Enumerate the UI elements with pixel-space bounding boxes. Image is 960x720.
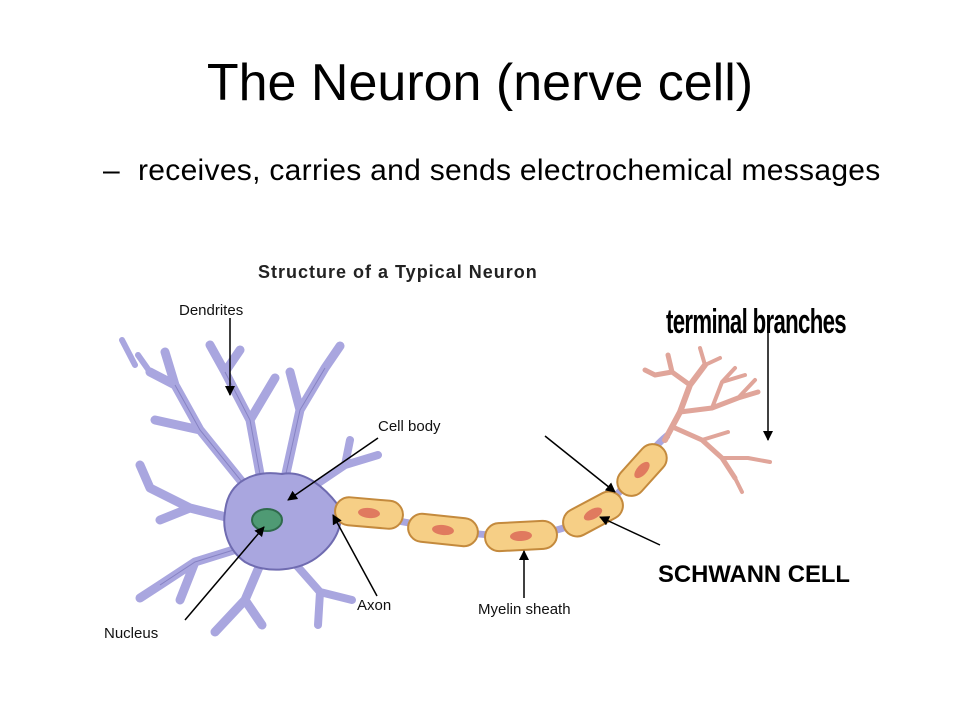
label-axon: Axon [357, 597, 391, 614]
myelin-segments [334, 443, 668, 553]
myelin-segment [407, 512, 479, 548]
pointer-lines [184, 318, 773, 621]
myelin-segment [562, 490, 624, 538]
myelin-segment [484, 519, 558, 553]
myelin-segment [334, 496, 404, 530]
bullet-dash: – [103, 154, 120, 187]
label-dendrites: Dendrites [179, 302, 243, 319]
slide-title: The Neuron (nerve cell) [206, 54, 754, 112]
bullet-text: receives, carries and sends electrochemi… [138, 154, 881, 187]
diagram-title: Structure of a Typical Neuron [258, 262, 538, 282]
dendrite-outlines [159, 367, 326, 586]
label-terminal-branches: terminal branches [666, 303, 846, 341]
label-cell-body: Cell body [378, 418, 441, 435]
myelin-segment [616, 443, 668, 497]
bullet-point: – receives, carries and sends electroche… [103, 152, 883, 190]
label-nucleus: Nucleus [104, 625, 158, 642]
label-myelin-sheath: Myelin sheath [478, 601, 571, 618]
nucleus [251, 508, 283, 532]
axon-terminals [642, 346, 772, 494]
label-schwann-cell: SCHWANN CELL [658, 561, 850, 588]
